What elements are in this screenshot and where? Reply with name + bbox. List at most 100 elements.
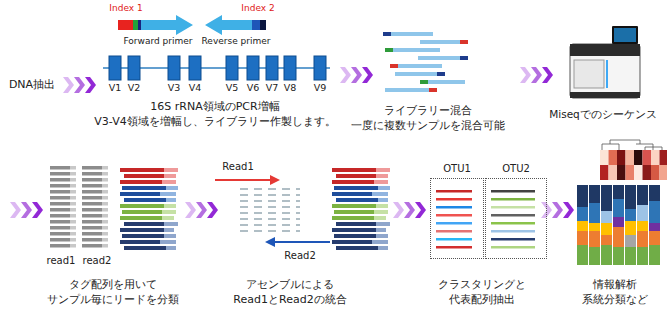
gene-16s-part	[284, 56, 296, 80]
heatmap-part	[643, 165, 652, 180]
miseq-icon-part	[614, 28, 636, 42]
primer-arrows-part	[252, 20, 260, 30]
otu-sequences-part	[436, 214, 472, 217]
sorted-reads-part	[164, 174, 176, 178]
sorted-reads-part	[120, 228, 164, 232]
otu-sequences-part	[491, 190, 535, 193]
miseq-icon-part	[612, 26, 638, 44]
chevrons-part	[541, 202, 574, 218]
otu-sequences-part	[491, 222, 535, 225]
heatmap-part	[651, 150, 660, 165]
heatmap-part	[626, 150, 635, 165]
otu-sequences-part	[491, 214, 535, 217]
step-caption: V3-V4領域を増幅し、ライブラリー作製します。	[94, 115, 335, 128]
region-label: V9	[314, 82, 327, 93]
stacked-bar-chart-part	[613, 185, 624, 199]
sorted-reads-part	[122, 186, 166, 190]
sorted-reads-part	[166, 246, 176, 250]
stacked-bar-chart-part	[625, 209, 636, 221]
sorted-reads-part	[160, 240, 176, 244]
read-pairs-part	[270, 175, 280, 185]
sorted-reads-part	[164, 234, 176, 238]
step-caption: タグ配列を用いて	[69, 278, 157, 291]
heatmap-part	[634, 165, 643, 180]
read-label: read1	[47, 255, 76, 267]
heatmap-part	[609, 150, 618, 165]
primer-label: Forward primer	[124, 36, 193, 47]
otu-sequences-part	[491, 230, 535, 233]
otu-label: OTU1	[430, 163, 484, 175]
otu-sequences-part	[436, 230, 472, 233]
stacked-bar-chart-part	[625, 221, 636, 235]
heatmap-part	[626, 165, 635, 180]
region-label: V7	[266, 82, 279, 93]
step-caption: ライブラリー混合	[384, 104, 472, 117]
read-pairs-part	[274, 241, 330, 243]
stacked-bar-chart-part	[649, 201, 660, 223]
stacked-bar-chart-part	[589, 223, 600, 231]
sorted-reads-part	[122, 234, 164, 238]
stacked-bar-chart-part	[613, 247, 624, 265]
sorted-reads-part	[164, 222, 178, 226]
stacked-bar-chart-part	[589, 231, 600, 247]
gene-16s-part	[189, 56, 201, 80]
sorted-reads-part	[120, 192, 160, 196]
library-reads-part	[420, 80, 428, 84]
otu-sequences-part	[436, 190, 472, 193]
stacked-bar-chart-part	[589, 203, 600, 223]
step-caption: 16S rRNA領域のPCR増幅	[150, 100, 279, 113]
stacked-bar-chart-part	[601, 223, 612, 235]
heatmap-part	[609, 165, 618, 180]
heatmap-part	[660, 165, 667, 180]
stacked-bar-chart-part	[637, 247, 648, 265]
gene-16s-part	[247, 56, 259, 80]
miseq-icon-part	[606, 60, 608, 88]
step-caption: サンプル毎にリードを分類	[47, 293, 179, 306]
read-label: read2	[83, 255, 112, 267]
heatmap-part	[617, 165, 626, 180]
library-reads-part	[418, 56, 468, 60]
library-reads-part	[383, 32, 391, 36]
stacked-bar-chart-part	[601, 245, 612, 265]
index-label: Index 1	[109, 3, 142, 14]
sorted-reads-part	[120, 168, 164, 172]
sorted-reads	[120, 168, 178, 250]
primer-arrows-part	[133, 20, 138, 30]
library-reads-part	[383, 32, 433, 36]
miseq-icon	[570, 26, 640, 98]
sorted-reads-part	[162, 180, 176, 184]
sorted-reads-part	[124, 246, 166, 250]
sorted-reads-part	[166, 198, 176, 202]
heatmap-part	[643, 150, 652, 165]
primer-label: Reverse primer	[202, 36, 271, 47]
gene-16s-part	[266, 56, 278, 80]
otu-sequences-part	[436, 222, 472, 225]
sorted-reads-part	[160, 192, 176, 196]
heatmap-part	[600, 165, 609, 180]
primer-arrows	[118, 15, 266, 35]
merged-reads	[332, 168, 390, 250]
otu-sequences-part	[436, 206, 472, 209]
stacked-bar-chart-part	[613, 199, 624, 217]
sorted-reads-part	[166, 186, 178, 190]
otu-sequences-part	[436, 246, 472, 249]
chevrons-part	[520, 67, 553, 83]
library-reads-part	[437, 72, 445, 76]
chevrons-part	[340, 67, 373, 83]
gene-16s-part	[168, 56, 180, 80]
read-pairs	[215, 175, 330, 247]
otu-box: OTU2	[485, 163, 547, 259]
stacked-bar-chart-part	[613, 227, 624, 247]
gene-16s-part	[314, 56, 326, 80]
index-label: Index 2	[241, 3, 274, 14]
miseq-icon-part	[570, 44, 640, 56]
stacked-bar-chart-part	[577, 207, 588, 221]
otu-frame	[485, 178, 547, 259]
otu-sequences-part	[491, 198, 535, 201]
raw-reads-part	[50, 166, 108, 250]
read-pairs-part	[215, 179, 271, 181]
otu-sequences-part	[491, 206, 535, 209]
region-label: V8	[284, 82, 297, 93]
